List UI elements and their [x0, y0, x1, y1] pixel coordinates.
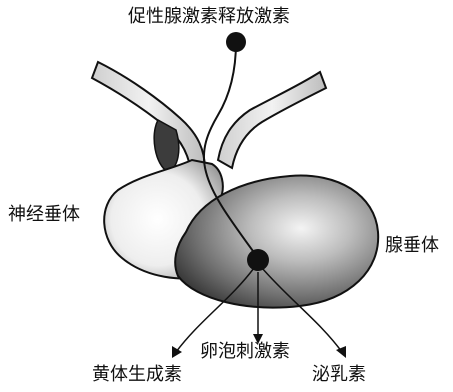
label-fsh: 卵泡刺激素	[200, 343, 290, 361]
label-prolactin: 泌乳素	[312, 366, 366, 384]
label-lh: 黄体生成素	[92, 366, 182, 384]
label-adenohypophysis: 腺垂体	[385, 237, 439, 255]
infundibulum-left	[92, 62, 205, 178]
label-neurohypophysis: 神经垂体	[8, 206, 80, 224]
label-gnrh: 促性腺激素释放激素	[128, 8, 290, 26]
infundibulum-right	[218, 72, 326, 168]
target-cell	[247, 249, 269, 271]
neuron-cell-body	[226, 32, 246, 52]
